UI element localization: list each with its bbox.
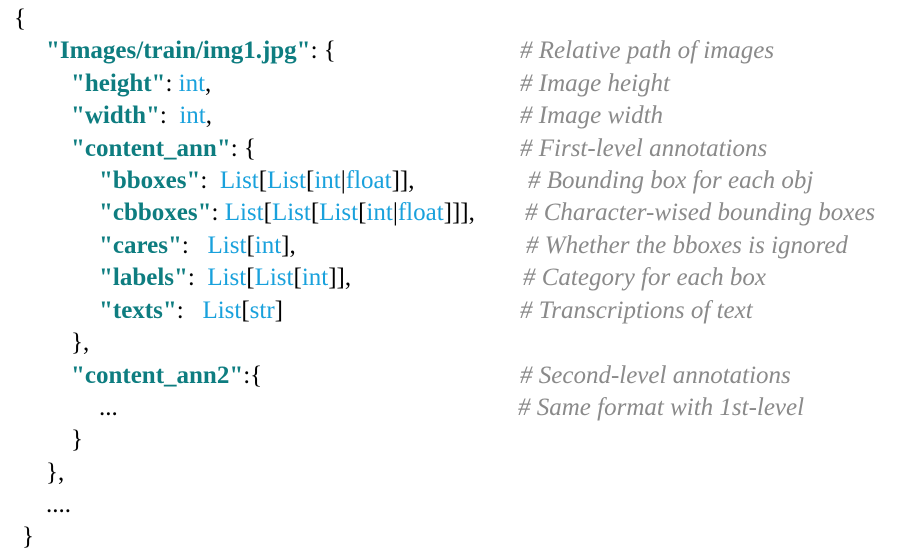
code-comment: # Bounding box for each obj xyxy=(528,167,814,194)
type-name: int xyxy=(179,102,206,129)
code-text: { xyxy=(14,3,26,35)
punctuation: , xyxy=(205,70,212,97)
punctuation: [ xyxy=(246,264,255,291)
code-comment: # Character-wised bounding boxes xyxy=(525,199,876,226)
punctuation: [ xyxy=(293,264,302,291)
json-key: "height" xyxy=(71,70,166,97)
type-name: int xyxy=(314,167,341,194)
punctuation: .... xyxy=(46,491,71,518)
type-name: List xyxy=(219,167,259,194)
punctuation: ]]], xyxy=(443,199,475,226)
json-key: "Images/train/img1.jpg" xyxy=(46,37,311,64)
code-text: "content_ann": { xyxy=(71,133,256,165)
code-comment: # Whether the bboxes is ignored xyxy=(526,232,848,259)
punctuation: [ xyxy=(310,199,320,226)
punctuation: :{ xyxy=(243,362,263,389)
json-key: "labels" xyxy=(99,264,188,291)
punctuation: ] xyxy=(274,297,283,324)
punctuation: { xyxy=(14,5,26,32)
type-name: List xyxy=(254,264,294,291)
code-text: "texts": List[str] xyxy=(99,295,283,327)
punctuation: }, xyxy=(71,329,90,356)
punctuation: [ xyxy=(241,297,250,324)
json-key: "width" xyxy=(71,102,160,129)
punctuation: , xyxy=(205,102,213,129)
type-name: List xyxy=(224,199,264,226)
type-name: float xyxy=(397,199,444,226)
code-text: }, xyxy=(71,327,89,359)
type-name: List xyxy=(267,167,306,194)
json-key: "content_ann2" xyxy=(71,362,244,389)
punctuation: [ xyxy=(263,199,272,226)
code-text: "cbboxes": List[List[List[int|float]]], xyxy=(99,197,475,229)
punctuation: [ xyxy=(246,232,255,259)
type-name: List xyxy=(319,199,359,226)
punctuation: : xyxy=(200,167,220,194)
code-text: "Images/train/img1.jpg": { xyxy=(46,35,336,67)
punctuation: | xyxy=(392,199,398,226)
punctuation: ], xyxy=(281,232,296,259)
json-key: "texts" xyxy=(99,297,177,324)
type-name: int xyxy=(178,70,206,97)
punctuation: } xyxy=(22,523,34,550)
punctuation: ... xyxy=(99,394,118,421)
punctuation: [ xyxy=(306,167,315,194)
code-comment: # Image height xyxy=(520,70,670,97)
punctuation: } xyxy=(71,426,83,453)
code-text: "cares": List[int], xyxy=(99,230,296,262)
type-name: List xyxy=(207,264,247,291)
punctuation: : xyxy=(165,70,179,97)
type-name: int xyxy=(301,264,329,291)
punctuation: : { xyxy=(230,135,256,162)
code-comment: # Category for each box xyxy=(523,264,767,291)
code-text: "width": int, xyxy=(71,100,212,132)
punctuation: : xyxy=(181,232,208,259)
code-comment: # Relative path of images xyxy=(520,37,775,64)
punctuation: | xyxy=(340,167,346,194)
type-name: str xyxy=(249,297,275,324)
type-name: int xyxy=(254,232,282,259)
code-text: } xyxy=(71,424,83,456)
code-comment: # Image width xyxy=(520,102,664,129)
code-comment: # Same format with 1st-level xyxy=(518,394,805,421)
code-comment: # Second-level annotations xyxy=(520,362,791,389)
code-text: "content_ann2":{ xyxy=(71,360,262,392)
json-key: "cares" xyxy=(99,232,182,259)
punctuation: : xyxy=(211,199,225,226)
code-text: }, xyxy=(46,457,64,489)
punctuation: ]], xyxy=(328,264,352,291)
code-text: ... xyxy=(99,392,118,424)
code-text: } xyxy=(22,521,34,553)
punctuation: ]], xyxy=(391,167,415,194)
code-comment: # First-level annotations xyxy=(520,135,768,162)
code-text: .... xyxy=(46,489,71,521)
punctuation: [ xyxy=(258,167,268,194)
punctuation: : xyxy=(159,102,180,129)
type-name: int xyxy=(366,199,393,226)
code-comment: # Transcriptions of text xyxy=(520,297,753,324)
punctuation: }, xyxy=(46,459,65,486)
code-text: "labels": List[List[int]], xyxy=(99,262,351,294)
punctuation: [ xyxy=(358,199,367,226)
punctuation: : xyxy=(187,264,208,291)
type-name: List xyxy=(207,232,247,259)
type-name: float xyxy=(345,167,392,194)
json-key: "cbboxes" xyxy=(99,199,212,226)
json-key: "content_ann" xyxy=(71,135,231,162)
punctuation: : xyxy=(176,297,203,324)
type-name: List xyxy=(202,297,242,324)
punctuation: : { xyxy=(310,37,336,64)
code-text: "height": int, xyxy=(71,68,211,100)
code-text: "bboxes": List[List[int|float]], xyxy=(99,165,414,197)
type-name: List xyxy=(271,199,311,226)
json-key: "bboxes" xyxy=(99,167,201,194)
